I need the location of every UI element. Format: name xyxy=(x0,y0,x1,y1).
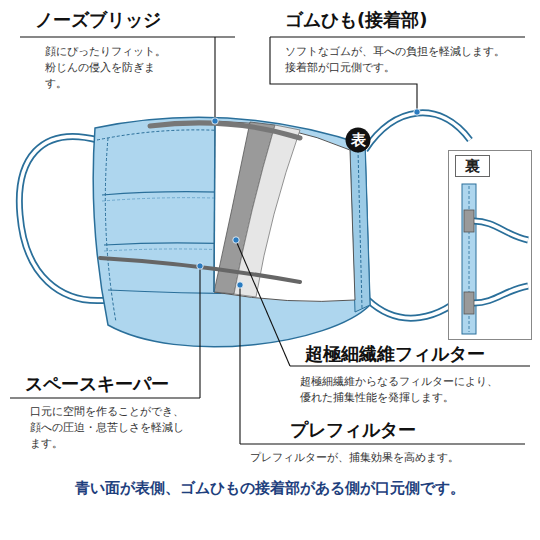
leader-line xyxy=(270,36,525,37)
inset-panel: 裏 xyxy=(448,150,532,340)
callout-text: ソフトなゴムが、耳への負担を軽減します。接着部が口元側です。 xyxy=(285,44,509,76)
mask-edge xyxy=(462,184,476,334)
caption-slot: 青い面が表側、ゴムひもの接着部がある側が口元側です。 xyxy=(0,478,540,498)
callout-text: 顔にぴったりフィット。粉じんの侵入を防ぎます。 xyxy=(45,44,170,92)
ear-loop-core xyxy=(474,221,528,240)
leader-line xyxy=(290,365,530,366)
stitch-line xyxy=(358,150,362,308)
callout-text: 超極細繊維からなるフィルターにより、優れた捕集性能を発揮します。 xyxy=(300,374,502,406)
callout-heading: プレフィルター xyxy=(290,418,416,441)
callout-slot: 口元に空間を作ることができ、顔への圧迫・息苦しさを軽減します。 xyxy=(30,404,188,452)
inset-ground xyxy=(448,150,532,340)
callout-slot: プレフィルター xyxy=(290,418,416,441)
inner-layer xyxy=(214,121,355,301)
leader-line xyxy=(20,36,235,37)
leader-line xyxy=(240,443,525,444)
leader-dot xyxy=(414,109,420,115)
callout-slot: 超極細繊維フィルター xyxy=(305,342,485,365)
leader-dots xyxy=(197,109,420,288)
leader-line xyxy=(10,397,200,398)
ear-loop xyxy=(474,221,528,240)
callout-heading: 超極細繊維フィルター xyxy=(305,342,485,365)
callout-slot: ソフトなゴムが、耳への負担を軽減します。接着部が口元側です。 xyxy=(285,44,509,76)
layer-edge xyxy=(214,121,215,292)
inset-title: 裏 xyxy=(455,155,490,177)
ear-loop xyxy=(474,286,528,303)
leader-dot xyxy=(212,118,218,124)
callout-slot: ゴムひも(接着部) xyxy=(285,8,427,31)
circle-shape xyxy=(346,128,371,153)
bond-pad xyxy=(464,210,474,232)
leader-dot xyxy=(237,282,243,288)
callout-text: プレフィルターが、捕集効果を高めます。 xyxy=(250,450,492,466)
side-mark: 表 xyxy=(351,131,366,149)
side-marker-circle: 表 xyxy=(345,127,371,153)
callout-slot: 顔にぴったりフィット。粉じんの侵入を防ぎます。 xyxy=(45,44,170,92)
caption: 青い面が表側、ゴムひもの接着部がある側が口元側です。 xyxy=(75,479,465,498)
callout-slot: プレフィルターが、捕集効果を高めます。 xyxy=(250,450,492,466)
leader-line xyxy=(199,269,200,398)
leader-line xyxy=(214,37,215,118)
nose-bridge-wire xyxy=(150,123,300,138)
callout-slot: 超極細繊維からなるフィルターにより、優れた捕集性能を発揮します。 xyxy=(300,374,502,406)
leader-line xyxy=(239,288,240,444)
mask-body xyxy=(93,117,370,347)
leader-dot xyxy=(197,263,203,269)
callout-slot: スペースキーパー xyxy=(25,372,169,395)
callout-slot: ノーズブリッジ xyxy=(35,8,161,31)
callout-text: 口元に空間を作ることができ、顔への圧迫・息苦しさを軽減します。 xyxy=(30,404,188,452)
callout-heading: ノーズブリッジ xyxy=(35,8,161,31)
ear-loop-core xyxy=(474,286,528,303)
bond-pad xyxy=(464,292,474,314)
leader-dot xyxy=(233,237,239,243)
callout-heading: スペースキーパー xyxy=(25,372,169,395)
callout-heading: ゴムひも(接着部) xyxy=(285,8,427,31)
stitch-line xyxy=(105,138,116,322)
ear-loop xyxy=(365,113,470,150)
leader-line xyxy=(237,243,290,366)
ear-loop-core xyxy=(365,113,470,150)
